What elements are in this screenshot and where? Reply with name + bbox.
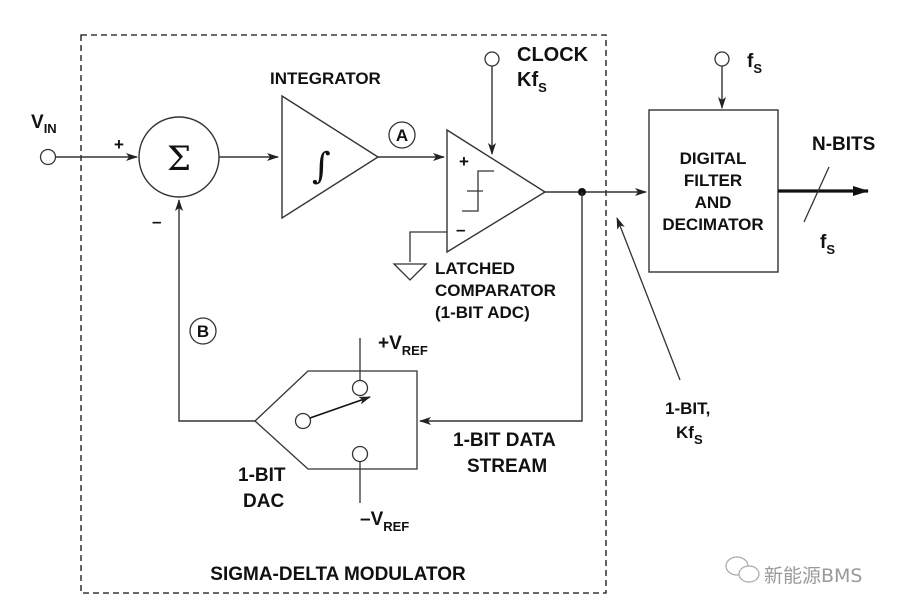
- clock-input: CLOCK KfS: [484, 44, 589, 155]
- switch-arm-arrow: [309, 396, 371, 419]
- bitstream-note-1: 1-BIT,: [665, 399, 710, 418]
- filter-label-3: AND: [695, 193, 732, 212]
- node-b-marker: B: [189, 317, 217, 345]
- bus-slash: [803, 166, 830, 223]
- summer-plus-sign: +: [114, 135, 124, 154]
- comparator-minus-sign: –: [456, 220, 465, 239]
- clock-terminal: [484, 51, 500, 67]
- ground-icon: [392, 263, 428, 281]
- n-bits-output: N-BITS fS: [778, 134, 875, 257]
- data-stream-label-1: 1-BIT DATA: [453, 430, 556, 451]
- watermark-text: 新能源BMS: [764, 565, 863, 587]
- vin-input: VIN +: [31, 112, 138, 166]
- wechat-icon: [725, 556, 760, 583]
- feedback-wire: [419, 192, 583, 425]
- modulator-boundary: [80, 34, 607, 594]
- comparator-plus-sign: +: [459, 152, 469, 171]
- dac-label-2: DAC: [243, 491, 284, 512]
- integrator-block: INTEGRATOR ∫: [270, 69, 381, 220]
- vin-label: VIN: [31, 112, 57, 136]
- filter-clock-terminal: [714, 51, 730, 67]
- integrator-label: INTEGRATOR: [270, 69, 381, 88]
- svg-text:A: A: [396, 126, 408, 145]
- filter-label-4: DECIMATOR: [662, 215, 763, 234]
- comparator-label-2: COMPARATOR: [435, 281, 556, 300]
- node-a-marker: A: [388, 121, 416, 149]
- summer-minus-sign: –: [152, 212, 161, 231]
- vref-pos-label: +VREF: [378, 333, 428, 358]
- filter-clock-input: fS: [714, 51, 762, 109]
- switch-pivot: [294, 412, 312, 430]
- output-rate-label: fS: [820, 232, 835, 257]
- ground-wire: [409, 231, 447, 262]
- one-bit-dac: +VREF –VREF 1-BIT DAC: [238, 333, 428, 534]
- watermark: 新能源BMS: [725, 556, 863, 587]
- clock-label: CLOCK: [517, 44, 589, 66]
- svg-text:B: B: [197, 322, 209, 341]
- clock-rate-label: KfS: [517, 69, 547, 95]
- data-stream-label-2: STREAM: [467, 456, 547, 477]
- bitstream-pointer-arrow: [616, 217, 681, 381]
- filter-clock-label: fS: [747, 51, 762, 76]
- comparator-label-3: (1-BIT ADC): [435, 303, 530, 322]
- filter-label-2: FILTER: [684, 171, 742, 190]
- digital-filter-decimator: DIGITAL FILTER AND DECIMATOR: [648, 109, 779, 273]
- latched-comparator: + – LATCHED COMPARATOR (1-BIT ADC): [392, 128, 556, 322]
- step-function-icon: [462, 170, 494, 212]
- filter-label-1: DIGITAL: [680, 149, 747, 168]
- dac-feedback-wire: [175, 199, 255, 422]
- dac-label-1: 1-BIT: [238, 465, 286, 486]
- vref-neg-label: –VREF: [360, 509, 409, 534]
- vin-terminal: [39, 148, 57, 166]
- sigma-icon: Σ: [167, 139, 191, 179]
- n-bits-label: N-BITS: [812, 134, 875, 155]
- integral-icon: ∫: [312, 146, 331, 187]
- comparator-label-1: LATCHED: [435, 259, 515, 278]
- summing-junction: Σ –: [138, 116, 220, 231]
- vref-pos-contact: [351, 379, 369, 397]
- vref-neg-contact: [351, 445, 369, 463]
- modulator-title: SIGMA-DELTA MODULATOR: [210, 564, 466, 585]
- bitstream-note-2: KfS: [676, 423, 703, 447]
